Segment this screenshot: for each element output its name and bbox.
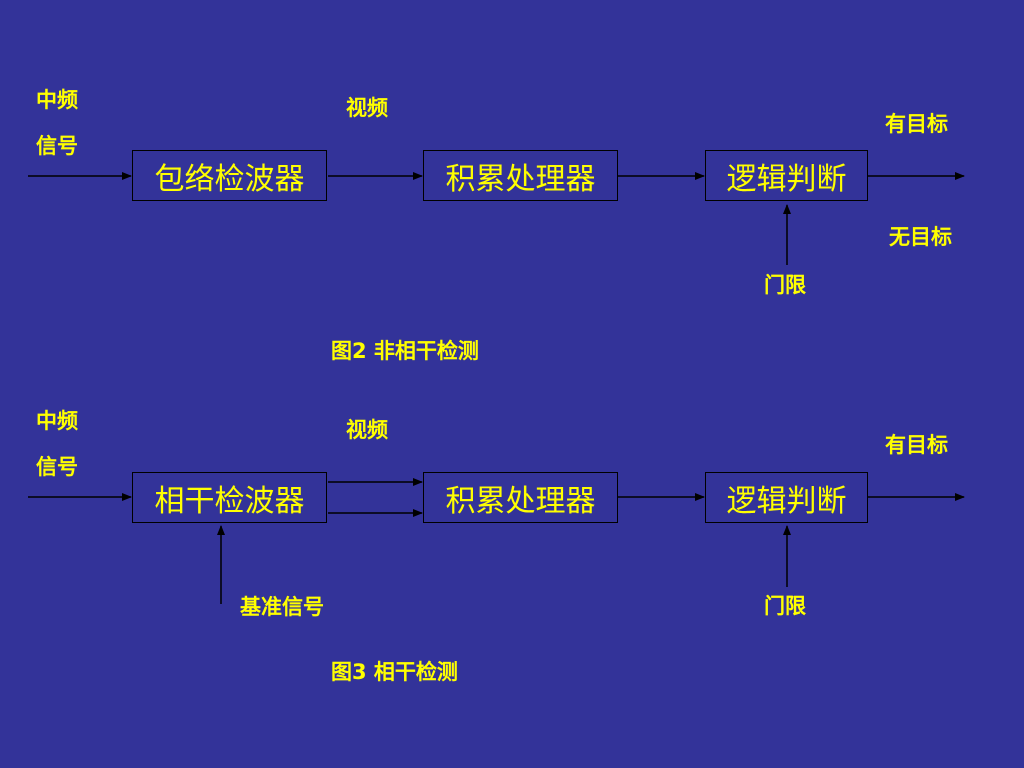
reference-signal-label: 基准信号 <box>240 595 324 619</box>
logic-decision-block: 逻辑判断 <box>705 150 868 201</box>
envelope-detector-block: 包络检波器 <box>132 150 327 201</box>
input-label-line1: 中频 <box>36 88 78 112</box>
coherent-detector-block: 相干检波器 <box>132 472 327 523</box>
input-label-line2: 信号 <box>36 455 78 479</box>
figure-caption: 图3 相干检测 <box>331 660 458 684</box>
integrator-block: 积累处理器 <box>423 472 618 523</box>
integrator-block: 积累处理器 <box>423 150 618 201</box>
input-label-line2: 信号 <box>36 134 78 158</box>
logic-decision-block: 逻辑判断 <box>705 472 868 523</box>
output-yes-label: 有目标 <box>885 112 948 136</box>
input-label-line1: 中频 <box>36 409 78 433</box>
video-label: 视频 <box>346 418 388 442</box>
threshold-label: 门限 <box>764 273 806 297</box>
output-no-label: 无目标 <box>889 225 952 249</box>
output-yes-label: 有目标 <box>885 433 948 457</box>
video-label: 视频 <box>346 96 388 120</box>
figure-caption: 图2 非相干检测 <box>331 339 479 363</box>
threshold-label: 门限 <box>764 594 806 618</box>
